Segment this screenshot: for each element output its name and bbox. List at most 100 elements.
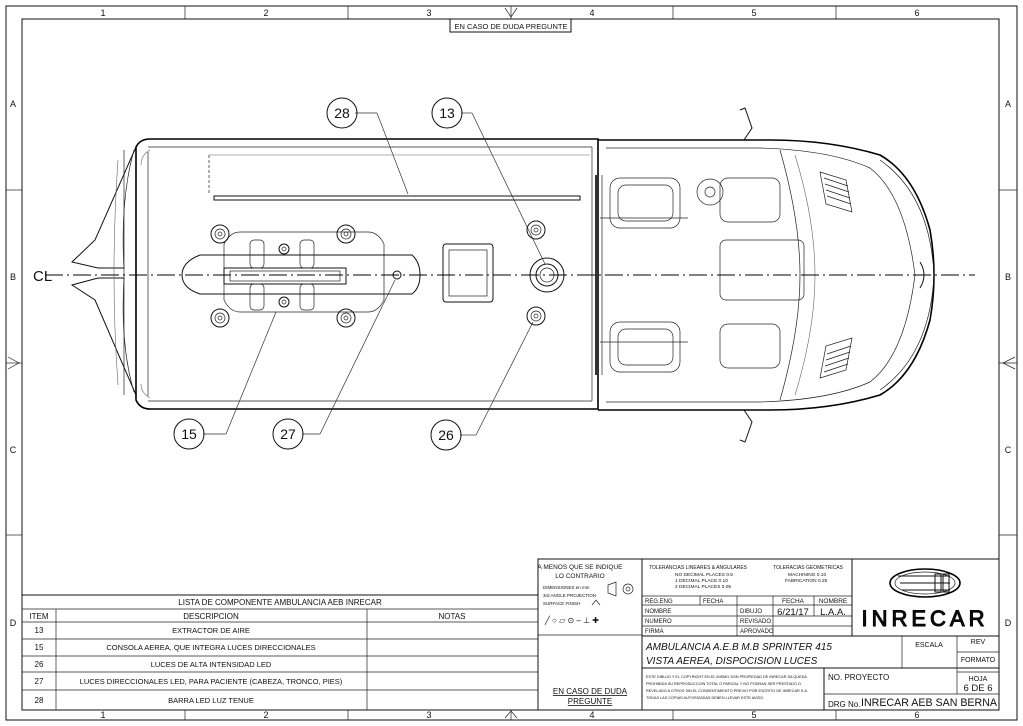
copyright-line: REVELADO A OTROS SIN EL CONSENTIMIENTO P… — [646, 689, 808, 693]
fecha-label: FECHA — [703, 599, 723, 605]
title-block — [537, 558, 1000, 711]
row-label: A — [1005, 99, 1011, 109]
row-label: D — [1005, 618, 1012, 628]
col-label: 1 — [100, 8, 105, 18]
mirror-left — [739, 107, 753, 141]
table-row: 26 LUCES DE ALTA INTENSIDAD LED — [35, 660, 272, 669]
table-row: 13 EXTRACTOR DE AIRE — [35, 626, 250, 635]
dibujo-label: DIBUJO — [740, 609, 762, 615]
svg-text:27: 27 — [35, 677, 44, 686]
col-label: 4 — [589, 8, 594, 18]
steering-wheel — [696, 178, 724, 206]
tol-linear-line: 1 DECIMAL PLACE 0.10 — [675, 578, 728, 584]
roof-hatch — [442, 243, 494, 303]
hoja-label: HOJA — [969, 676, 988, 683]
svg-text:28: 28 — [334, 105, 350, 121]
rear-door-left — [70, 146, 137, 269]
col-label: 5 — [751, 8, 756, 18]
projection-symbol-icon — [591, 581, 634, 606]
ambulance-top-view — [45, 107, 975, 443]
svg-text:EN CASO DE DUDA PREGUNTE: EN CASO DE DUDA PREGUNTE — [455, 22, 568, 31]
row-label: B — [10, 272, 16, 282]
svg-text:28: 28 — [35, 696, 44, 705]
row-label: C — [1005, 445, 1012, 455]
col-label: 2 — [263, 710, 268, 720]
project-title: AMBULANCIA A.E.B M.B SPRINTER 415 — [645, 642, 832, 653]
svg-text:CONSOLA AEREA, QUE INTEGRA LUC: CONSOLA AEREA, QUE INTEGRA LUCES DIRECCI… — [106, 643, 315, 652]
bom-header-item: ITEM — [29, 612, 48, 621]
col-label: 2 — [263, 8, 268, 18]
tol-geo-line: FABRICATION 0.25 — [785, 578, 828, 584]
sheet-number: 6 DE 6 — [963, 683, 992, 694]
overhead-console-15 — [181, 231, 421, 313]
direction-lights-27 — [210, 224, 356, 328]
callout-27: 27 — [272, 279, 396, 450]
nombre-label: NOMBRE — [645, 609, 671, 615]
firma-label: FIRMA — [645, 629, 664, 635]
inrecar-logo-icon — [889, 568, 961, 598]
fecha-column-header: FECHA — [782, 598, 805, 605]
drg-no-label: DRG No. — [828, 700, 860, 709]
row-label: C — [10, 445, 17, 455]
geometric-symbols: ╱ ○ ▱ ⊙ – ⊥ ✚ — [544, 615, 599, 625]
nombre-column-header: NOMBRE — [819, 598, 848, 605]
drafter-name: L.A.A. — [820, 607, 846, 618]
table-row: 27 LUCES DIRECCIONALES LED, PARA PACIENT… — [35, 677, 343, 686]
aprovado-label: APROVADO — [740, 629, 774, 635]
vehicle-cab — [595, 107, 935, 443]
col-label: 1 — [100, 710, 105, 720]
unless-note: LO CONTRARIO — [555, 573, 604, 580]
surface-note: SURFACE FINISH — [543, 601, 580, 606]
high-intensity-lights-26 — [526, 220, 546, 326]
table-row: 15 CONSOLA AEREA, QUE INTEGRA LUCES DIRE… — [35, 643, 316, 652]
no-proyecto-label: NO. PROYECTO — [828, 673, 889, 682]
revisado-label: REVISADO — [740, 619, 771, 625]
svg-text:LUCES DIRECCIONALES LED, PARA: LUCES DIRECCIONALES LED, PARA PACIENTE (… — [80, 677, 343, 686]
top-notice: EN CASO DE DUDA PREGUNTE — [449, 18, 572, 33]
copyright-line: ESTE DIBUJO Y EL COPYRIGHT EN EL MISMO S… — [646, 675, 807, 679]
row-label: B — [1005, 272, 1011, 282]
brand-name: INRECAR — [861, 606, 988, 631]
rear-door-right — [70, 277, 137, 396]
svg-text:LUCES DE ALTA INTENSIDAD LED: LUCES DE ALTA INTENSIDAD LED — [151, 660, 272, 669]
tol-linear-line: 2 DECIMAL PLACES 0.05 — [675, 584, 731, 590]
row-label: D — [10, 618, 17, 628]
callout-28: 28 — [326, 97, 409, 195]
svg-text:BARRA LED LUZ TENUE: BARRA LED LUZ TENUE — [168, 696, 254, 705]
mirror-right — [739, 409, 753, 443]
table-row: 28 BARRA LED LUZ TENUE — [35, 696, 254, 705]
col-label: 5 — [751, 710, 756, 720]
svg-text:13: 13 — [35, 626, 44, 635]
callout-26: 26 — [430, 321, 534, 451]
copyright-line: TODAS LAS COPIAS AUTORIZADAS DEBEN LLEVA… — [646, 696, 764, 700]
tol-geo-line: MACHINING 0.10 — [788, 572, 826, 578]
projection-note: 3rd ANGLE PROJECTION — [543, 593, 596, 598]
escala-label: ESCALA — [915, 642, 943, 649]
bom-header-notas: NOTAS — [439, 612, 466, 621]
col-label: 3 — [426, 710, 431, 720]
rev-label: REV — [971, 639, 986, 646]
bom-title: LISTA DE COMPONENTE AMBULANCIA AEB INREC… — [178, 598, 382, 607]
unless-note: A MENOS QUE SE INDIQUE — [538, 564, 624, 571]
dudas-note: EN CASO DE DUDA — [553, 687, 628, 696]
numero-label: NUMERO — [645, 619, 672, 625]
svg-text:27: 27 — [280, 426, 296, 442]
svg-text:26: 26 — [438, 427, 454, 443]
tol-geo-title: TOLERACIAS GEOMETRICAS — [773, 565, 844, 571]
col-label: 6 — [914, 710, 919, 720]
copyright-line: PROHIBIDA SU REPRODUCCION TOTAL O PARCIA… — [646, 682, 801, 686]
svg-text:15: 15 — [35, 643, 44, 652]
drawing-date: 6/21/17 — [777, 607, 809, 618]
reg-eng-label: REG.ENG — [645, 599, 673, 605]
col-label: 6 — [914, 8, 919, 18]
svg-text:13: 13 — [439, 105, 455, 121]
view-title: VISTA AEREA, DISPOCISION LUCES — [646, 656, 818, 667]
dimensions-note: DIMENSIONES en mm — [543, 585, 590, 590]
col-label: 3 — [426, 8, 431, 18]
dudas-note: PREGUNTE — [568, 697, 612, 706]
bom-header-descripcion: DESCRIPCION — [183, 612, 239, 621]
tol-linear-title: TOLERANCIAS LINEARES & ANGULARES — [649, 565, 748, 571]
svg-text:15: 15 — [181, 426, 197, 442]
row-label: A — [10, 99, 16, 109]
